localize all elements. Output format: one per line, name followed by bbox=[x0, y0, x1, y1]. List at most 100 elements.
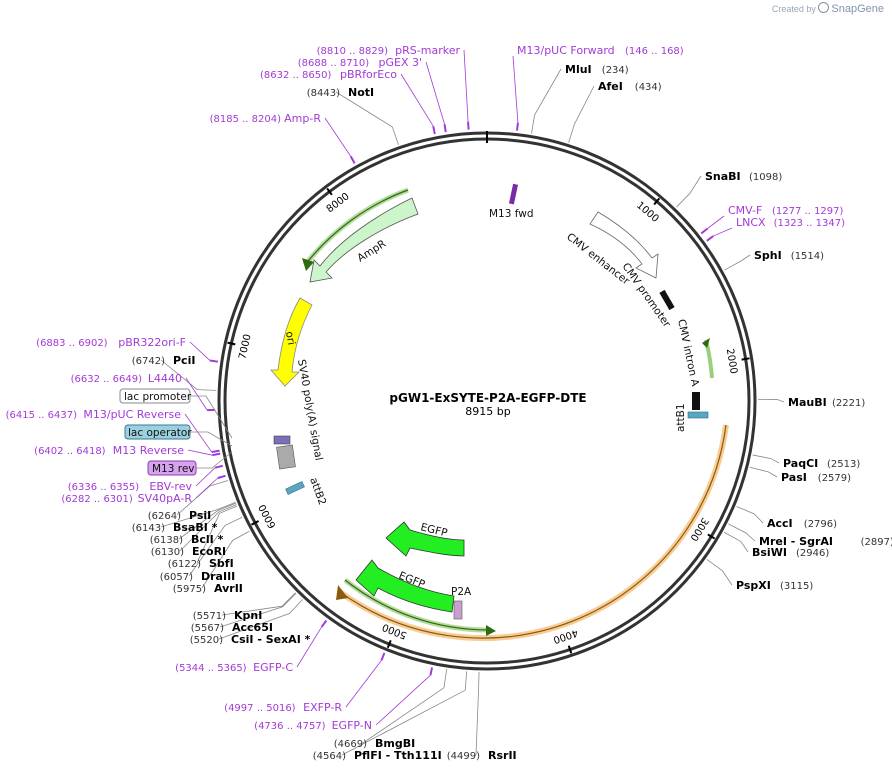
enzyme-leader bbox=[728, 523, 756, 542]
enzyme-mlui[interactable]: MluI(234) bbox=[531, 63, 629, 134]
p2a-label: P2A bbox=[451, 586, 472, 598]
enzyme-acc65i[interactable]: Acc65I(5567) bbox=[191, 593, 297, 634]
primer-lncx[interactable]: LNCX(1323 .. 1347) bbox=[706, 216, 846, 242]
enzyme-name: MauBI bbox=[788, 396, 827, 409]
enzyme-pflfi[interactable]: PflFI - Tth111I(4564) bbox=[313, 671, 468, 762]
snapgene-brand: SnapGene bbox=[831, 3, 884, 15]
attb1-box bbox=[692, 392, 700, 410]
primer-m13puc-fwd[interactable]: M13/pUC Forward(146 .. 168) bbox=[512, 44, 684, 131]
enzyme-leader bbox=[179, 504, 237, 552]
enzyme-csii[interactable]: CsiI - SexAI *(5520) bbox=[190, 599, 311, 646]
primer-range: (4736 .. 4757) bbox=[254, 721, 326, 732]
enzyme-kpni[interactable]: KpnI(5571) bbox=[193, 592, 296, 622]
enzyme-position: (8443) bbox=[307, 88, 340, 99]
primer-m13puc-reverse[interactable]: M13/pUC Reverse(6415 .. 6437) bbox=[6, 408, 220, 454]
enzyme-name: SphI bbox=[754, 249, 782, 262]
enzyme-afei[interactable]: AfeI(434) bbox=[568, 80, 662, 143]
primer-pbrforeco[interactable]: pBRforEco(8632 .. 8650) bbox=[260, 68, 436, 135]
primer-name: EBV-rev bbox=[149, 480, 192, 493]
primer-sv40pa-r[interactable]: SV40pA-R(6282 .. 6301) bbox=[61, 474, 226, 505]
enzyme-draiii[interactable]: DraIII(6057) bbox=[160, 516, 243, 583]
enzyme-pcii[interactable]: PciI(6742) bbox=[132, 354, 217, 391]
enzyme-sbfi[interactable]: SbfI(6122) bbox=[168, 505, 238, 570]
enzyme-name: PasI bbox=[781, 471, 807, 484]
primer-cmv-f[interactable]: CMV-F(1277 .. 1297) bbox=[700, 204, 844, 235]
enzyme-name: AfeI bbox=[598, 80, 623, 93]
primer-leader bbox=[187, 449, 213, 456]
enzyme-maubi[interactable]: MauBI(2221) bbox=[757, 396, 865, 409]
enzyme-sites: MluI(234)AfeI(434) SnaBI(1098) SphI(1514) M… bbox=[132, 63, 892, 762]
lac-operator-label: lac operator bbox=[128, 427, 192, 439]
primer-egfp-n[interactable]: EGFP-N(4736 .. 4757) bbox=[254, 667, 434, 732]
primer-mark bbox=[516, 122, 519, 131]
primer-range: (5344 .. 5365) bbox=[175, 663, 247, 674]
enzyme-ecori[interactable]: EcoRI(6130) bbox=[151, 504, 237, 558]
enzyme-rsrii[interactable]: RsrII(4499) bbox=[447, 671, 517, 762]
primer-exfp-r[interactable]: EXFP-R(4997 .. 5016) bbox=[224, 652, 386, 714]
primer-range: (1323 .. 1347) bbox=[774, 218, 846, 229]
primer-range: (6336 .. 6355) bbox=[68, 482, 140, 493]
enzyme-leader bbox=[749, 466, 778, 478]
attb2-label: attB2 bbox=[307, 476, 328, 507]
enzyme-name: BsiWI bbox=[752, 546, 787, 559]
enzyme-avrii[interactable]: AvrII(5975) bbox=[173, 530, 250, 595]
primer-ebv-rev[interactable]: EBV-rev (6336 .. 6355) bbox=[68, 464, 224, 493]
cmv-intron-head bbox=[702, 338, 710, 348]
tick-label: 2000 bbox=[724, 348, 739, 375]
egfp-lower-arrow bbox=[355, 559, 455, 613]
egfp-arc-head bbox=[486, 625, 496, 636]
enzyme-leader bbox=[757, 399, 785, 403]
primer-range: (6282 .. 6301) bbox=[61, 494, 133, 505]
primer-m13-reverse[interactable]: M13 Reverse(6402 .. 6418) bbox=[34, 444, 221, 457]
tick-label: 7000 bbox=[237, 333, 253, 360]
primer-pbr322ori-f[interactable]: pBR322ori-F(6883 .. 6902) bbox=[36, 336, 218, 363]
enzyme-sphi[interactable]: SphI(1514) bbox=[724, 249, 824, 271]
enzyme-position: (4669) bbox=[334, 739, 367, 750]
enzyme-pasi[interactable]: PasI(2579) bbox=[749, 466, 851, 484]
primer-amp-r[interactable]: Amp-R(8185 .. 8204) bbox=[210, 112, 356, 164]
enzyme-snabi[interactable]: SnaBI(1098) bbox=[676, 170, 782, 208]
enzyme-leader bbox=[160, 501, 236, 528]
enzyme-leader bbox=[221, 592, 296, 616]
primer-range: (1277 .. 1297) bbox=[772, 206, 844, 217]
enzyme-paqci[interactable]: PaqCI(2513) bbox=[752, 454, 861, 470]
enzyme-noti[interactable]: NotI (8443) bbox=[307, 86, 399, 145]
enzyme-psii[interactable]: PsiI(6264) bbox=[148, 480, 229, 522]
primer-egfp-c[interactable]: EGFP-C(5344 .. 5365) bbox=[175, 619, 328, 674]
primer-pgex3[interactable]: pGEX 3'(8688 .. 8710) bbox=[298, 56, 447, 133]
enzyme-bcli[interactable]: BclI *(6138) bbox=[150, 502, 237, 546]
enzyme-bsiwi[interactable]: BsiWI(2946) bbox=[723, 531, 829, 559]
primer-leader bbox=[324, 117, 352, 157]
enzyme-leader bbox=[723, 531, 749, 553]
cmv-promoter-bar bbox=[659, 289, 675, 311]
primer-range: (6632 .. 6649) bbox=[71, 374, 143, 385]
cmv-enhancer-arrow bbox=[589, 211, 659, 279]
primer-range: (4997 .. 5016) bbox=[224, 703, 296, 714]
enzyme-bsabi[interactable]: BsaBI *(6143) bbox=[132, 501, 236, 534]
primer-name: pBRforEco bbox=[340, 68, 397, 81]
lac-promoter-label: lac promoter bbox=[124, 391, 192, 403]
enzyme-position: (2796) bbox=[804, 519, 837, 530]
plasmid-name: pGW1-ExSYTE-P2A-EGFP-DTE bbox=[389, 391, 586, 405]
tick-mark bbox=[653, 197, 661, 206]
enzyme-position: (2513) bbox=[827, 459, 860, 470]
enzyme-bmgbi[interactable]: BmgBI(4669) bbox=[334, 668, 448, 750]
created-by-text: Created by bbox=[771, 4, 816, 14]
ampr-arc-line bbox=[304, 189, 409, 266]
enzyme-pspxi[interactable]: PspXI(3115) bbox=[706, 559, 814, 592]
cmv-intron-arc bbox=[704, 339, 714, 379]
enzyme-acci[interactable]: AccI(2796) bbox=[736, 506, 838, 530]
enzyme-position: (6742) bbox=[132, 356, 165, 367]
enzyme-leader bbox=[752, 454, 780, 464]
primer-name: pBR322ori-F bbox=[118, 336, 186, 349]
enzyme-mrei[interactable]: MreI - SgrAI(2897) bbox=[728, 523, 892, 548]
tick-mark bbox=[251, 520, 260, 526]
primer-leader bbox=[195, 467, 216, 487]
enzyme-name: NotI bbox=[348, 86, 374, 99]
primer-prs-marker[interactable]: pRS-marker(8810 .. 8829) bbox=[317, 44, 470, 130]
primer-l4440[interactable]: L4440(6632 .. 6649) bbox=[71, 372, 216, 412]
primer-sites: M13/pUC Forward(146 .. 168) CMV-F(1277 ..… bbox=[6, 44, 846, 732]
primer-mark bbox=[217, 474, 226, 479]
enzyme-leader bbox=[724, 254, 751, 271]
